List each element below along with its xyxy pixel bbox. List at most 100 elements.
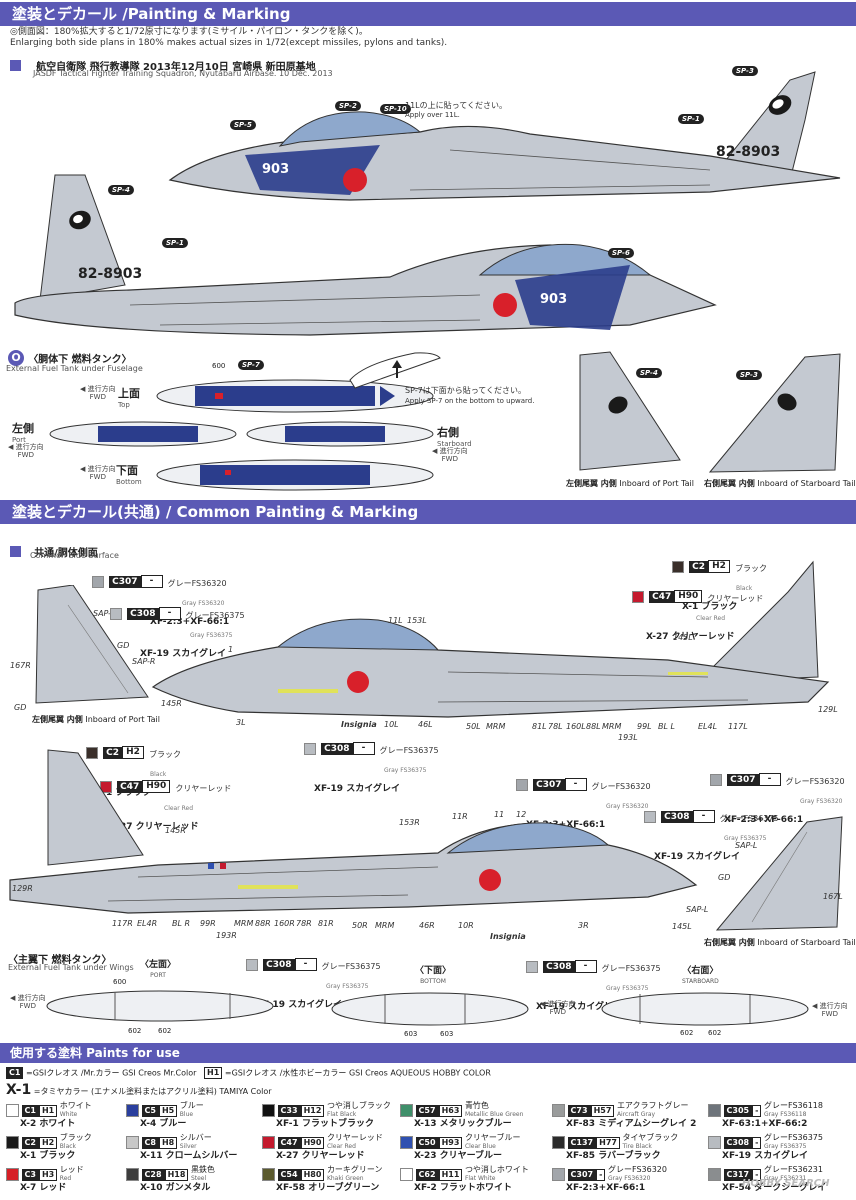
paint-h-code: H11 <box>438 1168 463 1181</box>
paint-name-en: Flat White <box>464 1175 496 1182</box>
paint-tamiya: XF-83 ミディアムシーグレイ 2 <box>566 1119 697 1129</box>
paint-swatch <box>400 1136 413 1149</box>
callout-c308-b: C308- グレーFS36375 Gray FS36375 XF-19 スカイグ… <box>304 738 439 795</box>
paint-c-code: C47 <box>277 1136 301 1149</box>
common-subheading: 共通/胴体側面 <box>10 541 98 560</box>
paint-name-en: Clear Red <box>326 1143 356 1150</box>
decal-600-wt: 600 <box>113 978 127 986</box>
bullet-square <box>10 60 21 71</box>
unit-heading: 航空自衛隊 飛行教導隊 2013年12月10日 宮崎県 新田原基地 <box>10 55 316 74</box>
paints-header: 使用する塗料 Paints for use <box>0 1043 856 1063</box>
label-81r: 81R <box>318 919 334 928</box>
paint-h-code: H3 <box>38 1168 58 1181</box>
note-11l-jp: 11Lの上に貼ってください。 <box>405 101 507 110</box>
paint-tamiya: XF-2:3+XF-66:1 <box>566 1183 646 1193</box>
label-insignia-r: Insignia <box>490 932 526 941</box>
fuselage-tank-top <box>156 379 434 413</box>
label-167r: 167R <box>10 661 31 670</box>
note-11l-en: Apply over 11L. <box>405 111 460 119</box>
port-tail-caption: 左側尾翼 内側 Inboard of Port Tail <box>566 479 694 488</box>
label-78l: 78L <box>548 722 563 731</box>
label-117l: 117L <box>728 722 748 731</box>
paint-h-code: H77 <box>596 1136 620 1149</box>
serial-number-tail-2: 82-8903 <box>78 266 143 282</box>
nose-number: 903 <box>262 162 290 177</box>
wing-tank-port <box>46 990 274 1022</box>
label-insignia: Insignia <box>341 720 377 729</box>
callout-c307-a: C307- グレーFS36320 Gray FS36320 XF-2:3+XF-… <box>92 571 229 628</box>
label-gd: GD <box>117 641 130 650</box>
decal-label-sp3-tail: SP-3 <box>736 370 762 380</box>
paint-swatch <box>6 1104 19 1117</box>
paint-name-jp: クリヤーレッド <box>326 1133 383 1142</box>
fuselage-tank-detail <box>349 352 441 389</box>
serial-number-tail: 82-8903 <box>716 144 781 160</box>
starboard-tail-caption: 右側尾翼 内側 Inboard of Starboard Tail <box>704 479 856 488</box>
paint-name-en: Khaki Green <box>326 1175 364 1182</box>
label-129r: 129R <box>12 884 33 893</box>
label-3r: 3R <box>578 921 589 930</box>
wing-tank-title-en: External Fuel Tank under Wings <box>8 963 134 972</box>
label-50r: 50R <box>352 921 368 930</box>
paint-c-code: C317 <box>723 1168 753 1181</box>
paint-tamiya: X-27 クリヤーレッド <box>276 1151 365 1161</box>
paint-name-en: Metallic Blue Green <box>464 1111 524 1118</box>
paint-h-code: H63 <box>438 1104 463 1117</box>
decal-600-label: 600 <box>212 362 226 370</box>
common-port-tail-caption: 左側尾翼 内側 Inboard of Port Tail <box>32 715 160 724</box>
sp7-note-en: Apply SP-7 on the bottom to upward. <box>405 397 535 405</box>
label-11r: 11R <box>452 812 468 821</box>
paint-h-code: H8 <box>158 1136 178 1149</box>
paint-name-jp: グレーFS36320 <box>608 1165 667 1174</box>
paint-name-jp: グレーFS36231 <box>764 1165 823 1174</box>
paint-tamiya: XF-54 ダークシーグレイ <box>722 1183 827 1193</box>
label-gd-2: GD <box>14 703 27 712</box>
paint-name-jp: 黒鉄色 <box>190 1165 215 1174</box>
aircraft-port-view <box>14 174 717 336</box>
paint-tamiya: X-13 メタリックブルー <box>414 1119 512 1129</box>
paint-swatch <box>262 1168 275 1181</box>
paint-swatch <box>262 1104 275 1117</box>
label-bl-l: BL L <box>658 722 675 731</box>
decal-label-sp6: SP-6 <box>608 248 634 258</box>
decal-label-sp2: SP-2 <box>335 101 361 111</box>
label-el4l: EL4L <box>698 722 718 731</box>
paint-tamiya: X-7 レッド <box>20 1183 67 1193</box>
wing-tank-title-jp: 〈主翼下 燃料タンク〉 <box>8 955 112 966</box>
paint-c-code: C308 <box>723 1136 753 1149</box>
port-tail-inboard <box>579 351 681 471</box>
paint-c-code: C33 <box>277 1104 301 1117</box>
fuselage-tank-title-jp: 〈胴体下 燃料タンク〉 <box>28 354 132 366</box>
label-mrm: MRM <box>486 722 506 731</box>
paint-name-jp: エアクラフトグレー <box>616 1101 689 1110</box>
paint-tamiya: XF-1 フラットブラック <box>276 1119 374 1129</box>
label-145r: 145R <box>161 699 182 708</box>
paint-name-en: Gray FS36320 <box>608 1175 651 1182</box>
callout-c308-c: C308- グレーFS36375 Gray FS36375 XF-19 スカイグ… <box>644 806 779 863</box>
paint-tamiya: X-1 ブラック <box>20 1151 76 1161</box>
paint-name-jp: グレーFS36375 <box>764 1133 823 1142</box>
callout-c308-wt1: C308- グレーFS36375 Gray FS36375 XF-19 スカイグ… <box>246 954 381 1011</box>
paint-name-en: Black <box>59 1143 77 1150</box>
paint-tamiya: X-2 ホワイト <box>20 1119 76 1129</box>
callout-c307-b: C307- グレーFS36320 Gray FS36320 XF-2:3+XF-… <box>516 774 651 831</box>
paint-h-code: H93 <box>438 1136 463 1149</box>
label-145l: 145L <box>673 633 693 642</box>
label-sap-r-2: SAP-R <box>132 657 156 666</box>
label-1: 1 <box>228 645 234 654</box>
paint-name-jp: ブラック <box>59 1133 92 1142</box>
paint-swatch <box>262 1136 275 1149</box>
